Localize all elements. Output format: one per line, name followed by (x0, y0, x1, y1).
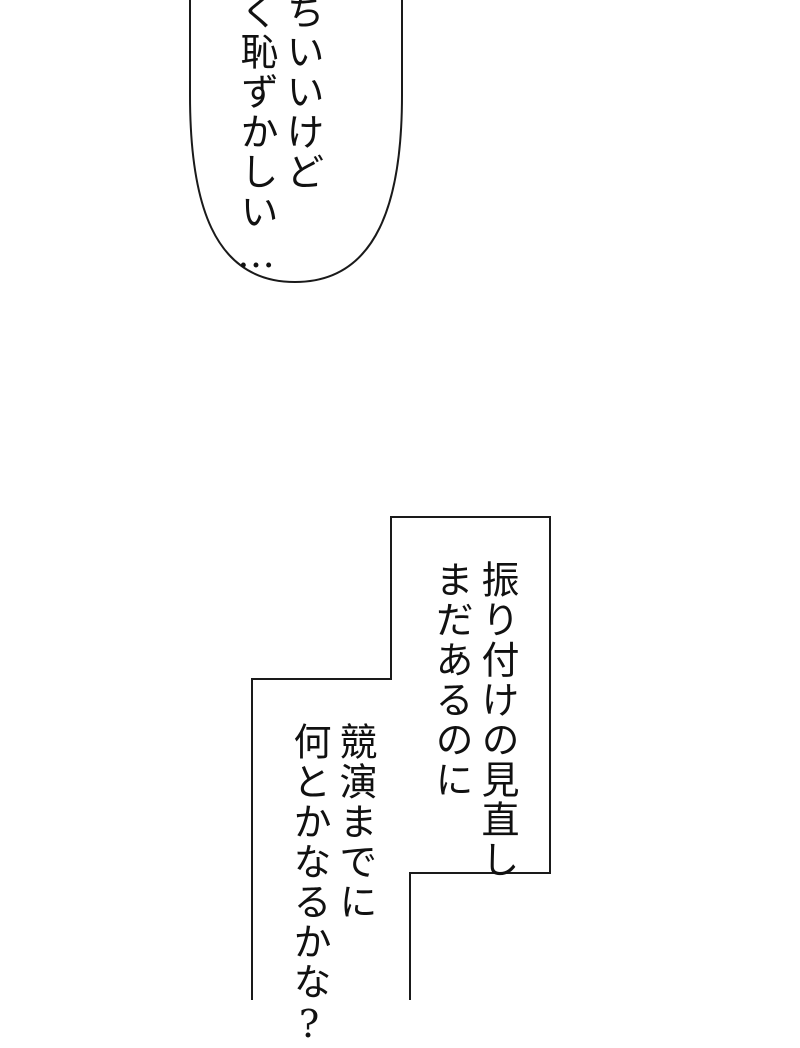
caption-line: 何とかなるかな? (287, 722, 331, 1048)
speech-bubble-line: ちいいけど (280, 0, 324, 192)
panel-shapes (189, 0, 551, 1000)
comic-panel: ちいいけど く恥ずかしい… 振り付けの見直し まだあるのに 競演までに 何とかな… (189, 0, 551, 1048)
caption-box (251, 516, 551, 1000)
speech-bubble (189, 0, 403, 284)
caption-line: 振り付けの見直し (475, 560, 519, 880)
caption-line: 競演までに (333, 722, 377, 922)
speech-bubble-line: く恥ずかしい… (234, 0, 278, 278)
caption-line: まだあるのに (429, 560, 473, 800)
